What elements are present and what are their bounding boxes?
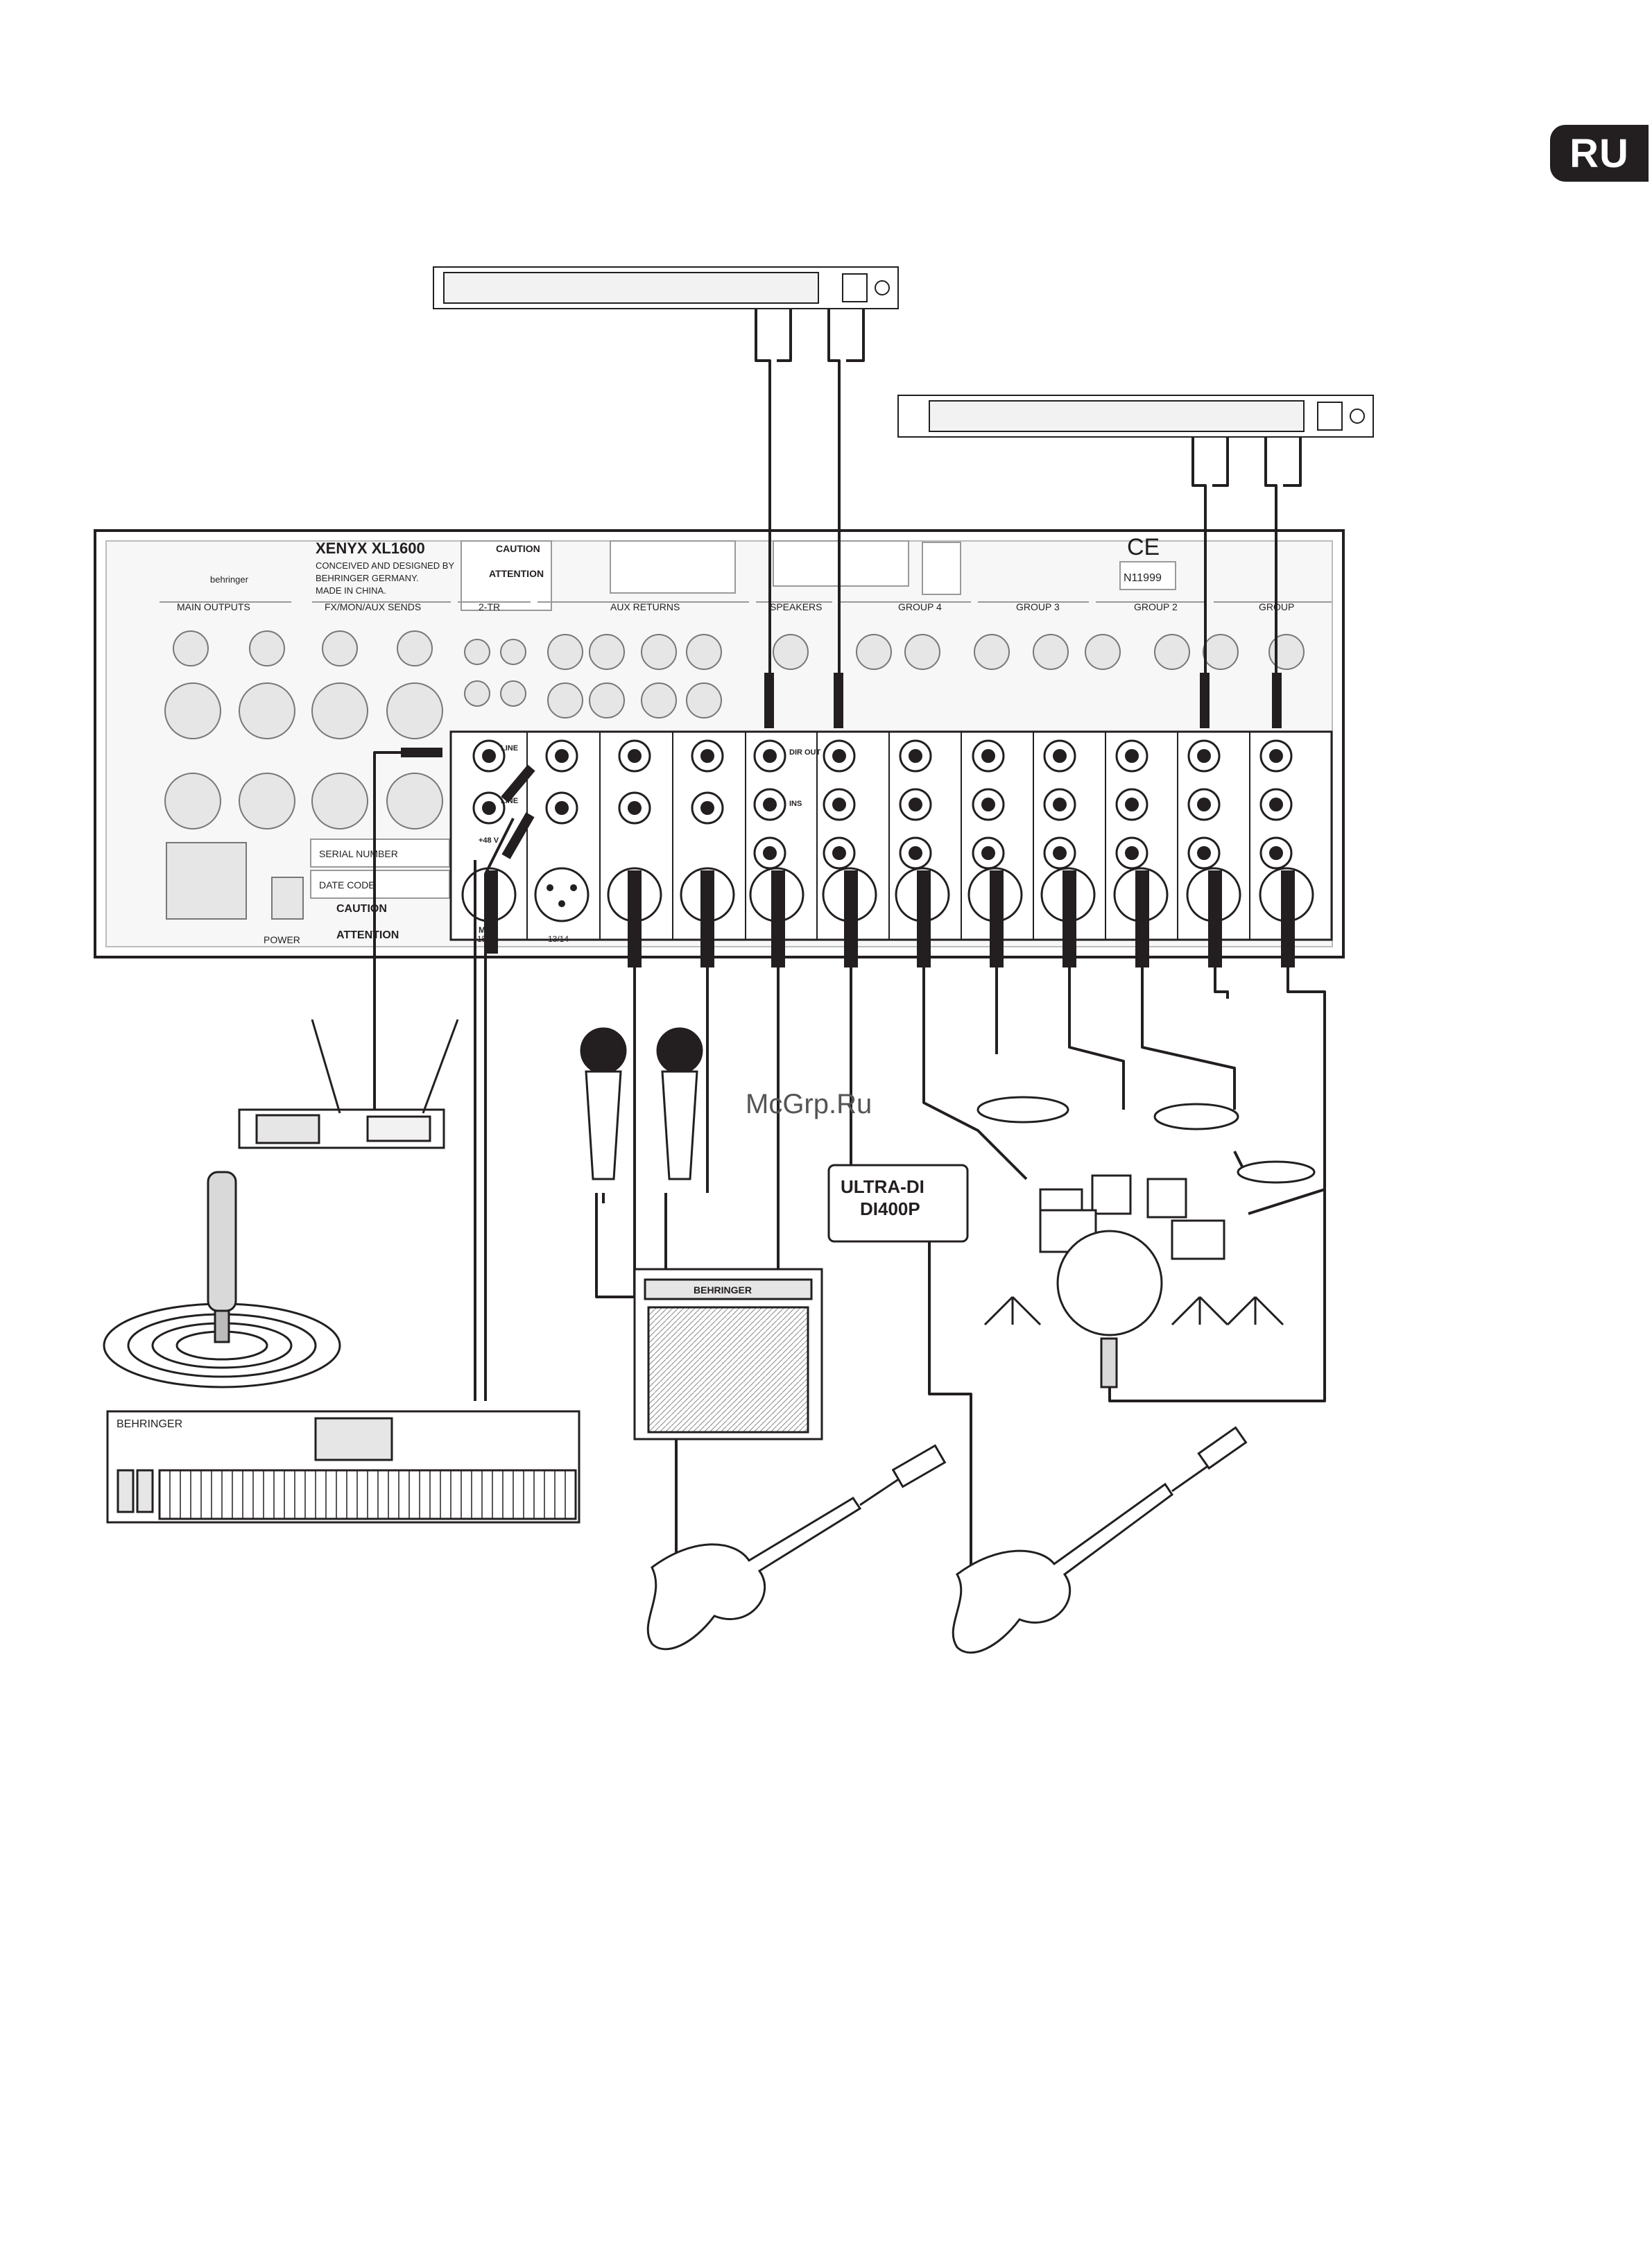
mic-label: MIC: [479, 925, 494, 935]
n-mark: N11999: [1124, 572, 1162, 584]
drum-kit: [976, 1096, 1316, 1388]
bass-guitar: [952, 1426, 1248, 1654]
section-group-3: GROUP 3: [1016, 601, 1060, 612]
keyboard-brand: BEHRINGER: [117, 1418, 182, 1430]
mixer-model: XENYX XL1600: [316, 540, 425, 557]
ce-mark: CE: [1127, 534, 1160, 560]
di-box-model: DI400P: [860, 1198, 920, 1219]
electric-guitar: [646, 1444, 947, 1651]
attention-label: ATTENTION: [489, 568, 544, 579]
section-speakers: SPEAKERS: [770, 601, 822, 612]
attention-label-lower: ATTENTION: [336, 929, 399, 941]
di-box: [827, 1164, 969, 1243]
made-line-1: CONCEIVED AND DESIGNED BY: [316, 560, 454, 571]
jack-line-l: LINE: [501, 744, 518, 752]
mixer-brand: behringer: [210, 574, 249, 585]
made-line-2: BEHRINGER GERMANY.: [316, 573, 419, 583]
vocal-microphones: [580, 1027, 703, 1180]
xlr-plugs: [485, 870, 1295, 967]
jack-line-r: LINE: [501, 797, 518, 805]
amp-brand: BEHRINGER: [694, 1284, 752, 1296]
watermark: McGrp.Ru: [746, 1089, 872, 1119]
caution-label: CAUTION: [496, 543, 540, 554]
jack-phantom: +48 V: [479, 836, 499, 845]
power-label: POWER: [264, 934, 300, 945]
di-box-name: ULTRA-DI: [841, 1176, 924, 1197]
date-label: DATE CODE: [319, 879, 375, 891]
language-badge: RU: [1550, 125, 1649, 182]
serial-label: SERIAL NUMBER: [319, 848, 398, 859]
keyboard-synth: [106, 1410, 580, 1524]
jack-dir-out: DIR OUT: [789, 748, 821, 757]
guitar-amplifier: [633, 1268, 823, 1440]
channel-13-14: 13/14: [548, 934, 569, 944]
section-group: GROUP: [1259, 601, 1294, 612]
rack-processor-right: [897, 395, 1374, 438]
section-aux-returns: AUX RETURNS: [610, 601, 680, 612]
rack-equalizer-top: [433, 266, 899, 309]
section-sends: FX/MON/AUX SENDS: [325, 601, 421, 612]
section-main-outputs: MAIN OUTPUTS: [177, 601, 250, 612]
section-group-2: GROUP 2: [1134, 601, 1178, 612]
jack-ins: INS: [789, 800, 802, 808]
channel-15-16: 15/16: [477, 934, 498, 944]
made-line-3: MADE IN CHINA.: [316, 585, 386, 596]
wireless-receiver: [238, 1019, 459, 1149]
section-2tr: 2-TR: [479, 601, 500, 612]
section-group-4: GROUP 4: [898, 601, 942, 612]
handheld-mic-on-base: [103, 1171, 341, 1388]
panel-labels: XENYX XL1600 CONCEIVED AND DESIGNED BY B…: [177, 534, 1294, 945]
caution-label-lower: CAUTION: [336, 903, 387, 915]
cables: [373, 309, 1326, 1567]
